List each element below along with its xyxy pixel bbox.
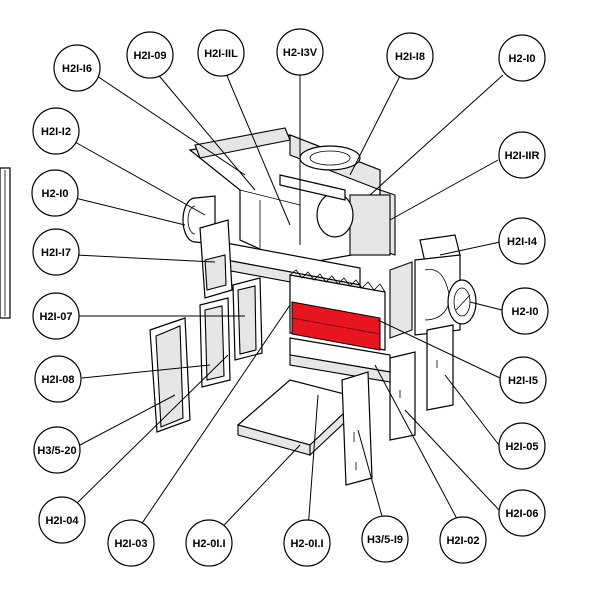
callout-h21-09[interactable]: H2I-09 — [126, 31, 174, 79]
left-flange-part[interactable] — [199, 219, 233, 299]
edge-part-sliver — [0, 167, 11, 319]
front-center-plate-part[interactable] — [341, 371, 373, 486]
top-hood-part[interactable] — [188, 127, 396, 266]
callout-h21-11r[interactable]: H2I-IIR — [498, 131, 546, 179]
callout-label: H2I-I8 — [395, 51, 425, 63]
callout-h21-06[interactable]: H2I-06 — [498, 489, 546, 537]
callout-h2-01-1-left[interactable]: H2-0I.I — [185, 519, 233, 567]
callout-h21-11l[interactable]: H2I-IIL — [197, 29, 245, 77]
callout-label: H2-I0 — [512, 306, 539, 318]
callout-label: H2I-03 — [114, 538, 147, 550]
callout-h2-10-right[interactable]: H2-I0 — [501, 287, 549, 335]
callout-label: H2I-08 — [41, 374, 74, 386]
callout-group: H2I-I6 H2I-09 H2I-IIL H2-I3V H2I-I8 H2-I… — [31, 28, 549, 567]
callout-h3-5-19[interactable]: H3/5-I9 — [361, 515, 409, 563]
callout-h21-14[interactable]: H2I-I4 — [498, 217, 546, 265]
callout-label: H2I-I2 — [41, 126, 71, 138]
base-slab-part[interactable] — [236, 379, 362, 457]
callout-h21-07[interactable]: H2I-07 — [32, 292, 80, 340]
right-side-plate-part[interactable] — [389, 261, 413, 339]
callout-label: H2I-02 — [446, 535, 479, 547]
callout-label: H2I-06 — [505, 508, 538, 520]
callout-label: H2-I3V — [283, 47, 318, 59]
callout-h21-05[interactable]: H2I-05 — [498, 422, 546, 470]
callout-label: H2I-IIL — [204, 48, 238, 60]
callout-label: H2-0I.I — [192, 538, 225, 550]
callout-label: H2I-IIR — [505, 150, 540, 162]
callout-label: H2I-I7 — [41, 247, 71, 259]
callout-h21-16[interactable]: H2I-I6 — [53, 44, 101, 92]
left-plate-c-part[interactable] — [149, 317, 191, 433]
callout-h21-12[interactable]: H2I-I2 — [32, 107, 80, 155]
callout-h21-03[interactable]: H2I-03 — [107, 519, 155, 567]
callout-h2-01-1-right[interactable]: H2-0I.I — [283, 519, 331, 567]
callout-label: H2I-07 — [39, 311, 72, 323]
left-plate-a-part[interactable] — [232, 277, 263, 361]
right-plate-upper-part[interactable] — [426, 324, 454, 411]
callout-h2-10-top[interactable]: H2-I0 — [498, 34, 546, 82]
callout-label: H2I-I4 — [507, 236, 538, 248]
callout-h21-04[interactable]: H2I-04 — [38, 496, 86, 544]
callout-label: H2I-09 — [133, 50, 166, 62]
callout-label: H2-I0 — [509, 53, 536, 65]
callout-label: H2I-I6 — [62, 63, 92, 75]
right-plate-lower-part[interactable] — [389, 351, 416, 441]
callout-h21-15[interactable]: H2I-I5 — [499, 356, 547, 404]
callout-label: H3/5-20 — [37, 445, 76, 457]
callout-label: H2I-04 — [45, 515, 79, 527]
callout-label: H2I-05 — [505, 441, 538, 453]
right-bracket-part[interactable] — [414, 234, 461, 336]
left-plate-b-part[interactable] — [199, 297, 231, 388]
leader-lines — [69, 63, 504, 541]
callout-h21-02[interactable]: H2I-02 — [439, 516, 487, 564]
callout-h21-18[interactable]: H2I-I8 — [386, 32, 434, 80]
callout-label: H2-I0 — [42, 188, 69, 200]
callout-h2-13v[interactable]: H2-I3V — [276, 28, 324, 76]
highlighted-brick-part[interactable] — [291, 301, 381, 351]
right-flue-disc-part[interactable] — [447, 279, 477, 325]
callout-h2-10-left[interactable]: H2-I0 — [31, 169, 79, 217]
callout-h21-17[interactable]: H2I-I7 — [32, 228, 80, 276]
callout-h21-08[interactable]: H2I-08 — [34, 355, 82, 403]
callout-label: H2-0I.I — [290, 538, 323, 550]
callout-label: H2I-I5 — [508, 375, 538, 387]
callout-label: H3/5-I9 — [367, 534, 403, 546]
callout-h3-5-20[interactable]: H3/5-20 — [33, 426, 81, 474]
